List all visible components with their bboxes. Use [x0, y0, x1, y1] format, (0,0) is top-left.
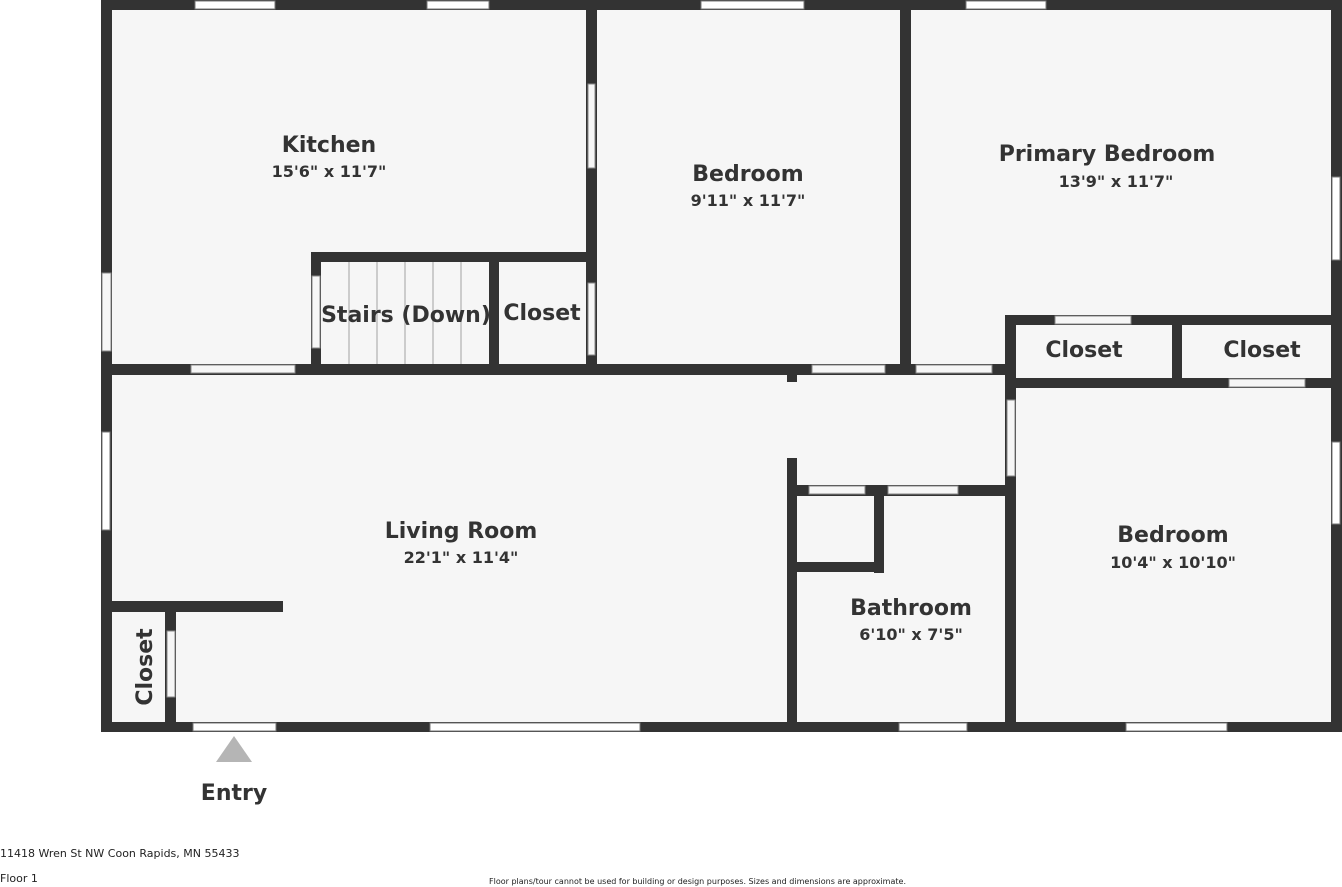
- closet-kitchen-label: Closet: [503, 301, 581, 326]
- closet-mid-label: Closet: [1045, 338, 1123, 363]
- living-room-dims: 22'1" x 11'4": [404, 548, 519, 567]
- kitchen-dims: 15'6" x 11'7": [272, 162, 387, 181]
- stairs-label: Stairs (Down): [321, 303, 491, 328]
- floor-plan: Kitchen 15'6" x 11'7" Bedroom 9'11" x 11…: [101, 0, 1342, 806]
- bathroom-label: Bathroom: [850, 596, 972, 621]
- kitchen-label: Kitchen: [282, 133, 376, 158]
- bedroom-top-label: Bedroom: [692, 162, 803, 187]
- bathroom-dims: 6'10" x 7'5": [859, 625, 963, 644]
- floor-number-text: Floor 1: [0, 872, 38, 885]
- bedroom-right-dims: 10'4" x 10'10": [1110, 553, 1236, 572]
- address-text: 11418 Wren St NW Coon Rapids, MN 55433: [0, 847, 240, 860]
- door-openings: [101, 83, 1306, 698]
- primary-bedroom-dims: 13'9" x 11'7": [1059, 172, 1174, 191]
- entry-arrow-icon: [216, 736, 252, 762]
- primary-bedroom-label: Primary Bedroom: [999, 142, 1216, 167]
- windows: [101, 0, 1341, 732]
- living-room-label: Living Room: [385, 519, 538, 544]
- closet-right-label: Closet: [1223, 338, 1301, 363]
- walls: [101, 0, 1342, 732]
- stairs-treads: [348, 262, 462, 365]
- bedroom-right-label: Bedroom: [1117, 523, 1228, 548]
- entry-label: Entry: [201, 781, 267, 806]
- disclaimer-text: Floor plans/tour cannot be used for buil…: [489, 877, 906, 886]
- bedroom-top-dims: 9'11" x 11'7": [691, 191, 806, 210]
- closet-entry-label: Closet: [133, 628, 158, 706]
